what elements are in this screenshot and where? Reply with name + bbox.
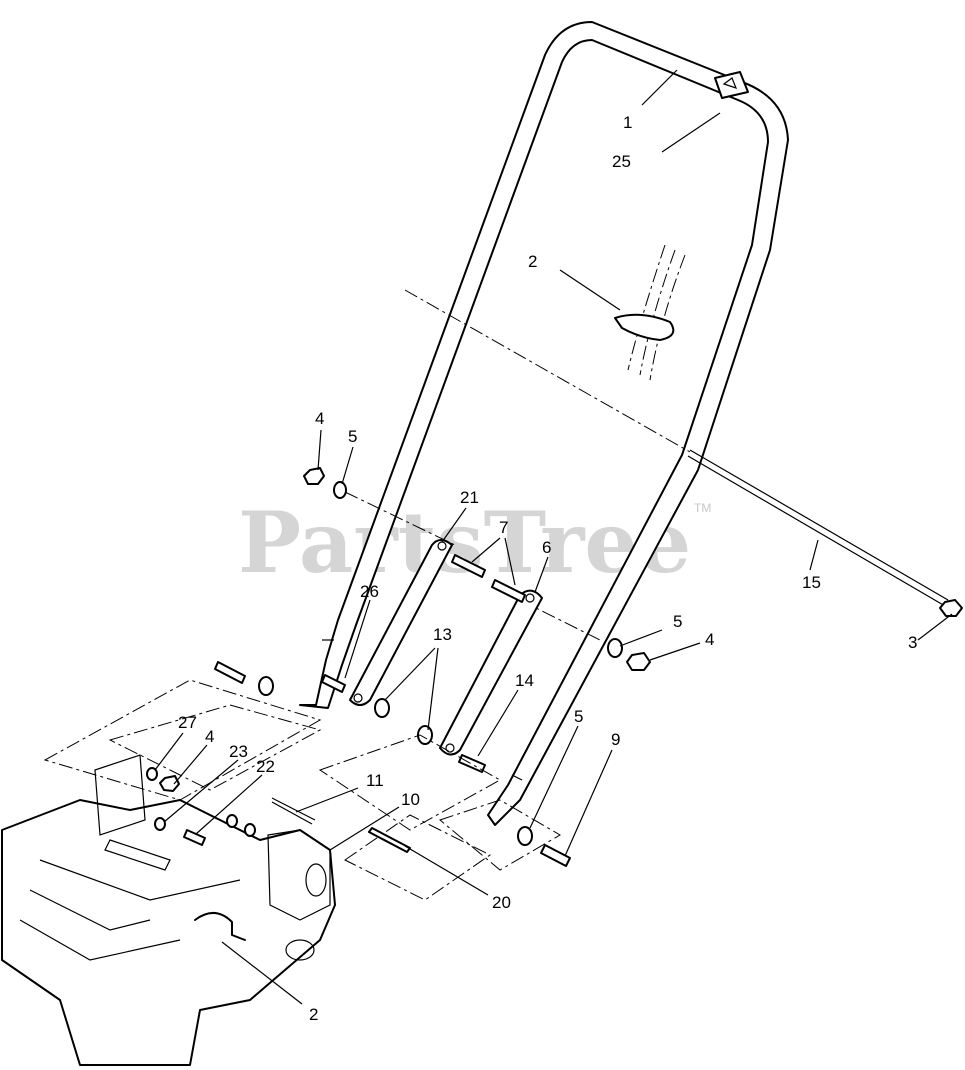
- mount-outline-3: [318, 734, 502, 831]
- nut-frame: [244, 823, 256, 837]
- washer-left: [333, 481, 347, 499]
- cable-tie-upper: [614, 244, 686, 381]
- leader-lines: [154, 69, 953, 1005]
- callout-13: 13: [433, 625, 452, 644]
- callout-2-top: 2: [528, 252, 537, 271]
- nut-left: [303, 467, 325, 485]
- callout-4-lower: 4: [205, 727, 214, 746]
- center-line: [404, 289, 691, 453]
- mount-outline-4: [344, 814, 491, 901]
- watermark-trademark: TM: [694, 501, 711, 515]
- callout-5-right: 5: [673, 612, 682, 631]
- callout-4-right: 4: [705, 630, 714, 649]
- warning-decal: [714, 71, 749, 99]
- washer-27: [146, 767, 158, 781]
- pin-20: [368, 827, 411, 853]
- bolt-7a: [451, 554, 486, 578]
- callout-1: 1: [623, 113, 632, 132]
- callout-25: 25: [612, 152, 631, 171]
- callout-27: 27: [178, 713, 197, 732]
- bolt-left-upper: [214, 661, 246, 684]
- callout-6: 6: [542, 538, 551, 557]
- washer-frame: [226, 814, 238, 828]
- callout-5-lower: 5: [574, 707, 583, 726]
- callout-22: 22: [256, 757, 275, 776]
- bolt-22: [183, 829, 206, 846]
- washer-left-lower: [258, 676, 274, 696]
- callout-10: 10: [401, 790, 420, 809]
- handle-frame: [299, 21, 789, 826]
- callout-21: 21: [460, 488, 479, 507]
- washer-right: [607, 638, 623, 658]
- callout-5-left: 5: [348, 427, 357, 446]
- nut-23: [154, 817, 166, 831]
- washer-13b: [417, 725, 433, 745]
- mower-frame: [1, 754, 336, 1066]
- nut-right: [939, 599, 963, 617]
- callout-9: 9: [611, 730, 620, 749]
- mount-outline-1: [43, 679, 322, 801]
- callout-23: 23: [229, 742, 248, 761]
- washer-lower-right: [517, 826, 533, 846]
- nut-right-side: [626, 652, 651, 671]
- callout-7: 7: [499, 518, 508, 537]
- callout-14: 14: [515, 671, 534, 690]
- cotter-pin-11: [271, 797, 316, 821]
- nut-4-lower: [159, 775, 180, 792]
- callout-26: 26: [360, 582, 379, 601]
- bolt-9: [540, 844, 571, 867]
- callout-11: 11: [366, 771, 384, 790]
- link-arm-6: [439, 589, 543, 756]
- mount-outline-5: [438, 799, 561, 871]
- callout-numbers: 1 25 2 4 5 21 7 6 26 13 14 15 5 4 3 27 4…: [178, 113, 917, 1024]
- callout-15: 15: [802, 573, 821, 592]
- mount-outline-2: [108, 704, 322, 791]
- callout-20: 20: [492, 893, 511, 912]
- callout-2-bottom: 2: [309, 1005, 318, 1024]
- bolt-7b: [491, 579, 526, 603]
- bolt-26: [321, 674, 346, 693]
- washer-13a: [374, 698, 390, 718]
- callout-4-left: 4: [315, 409, 324, 428]
- bolt-14: [458, 754, 486, 773]
- callout-3: 3: [908, 633, 917, 652]
- cable-clamp-lower: [194, 912, 246, 941]
- rod: [687, 449, 949, 607]
